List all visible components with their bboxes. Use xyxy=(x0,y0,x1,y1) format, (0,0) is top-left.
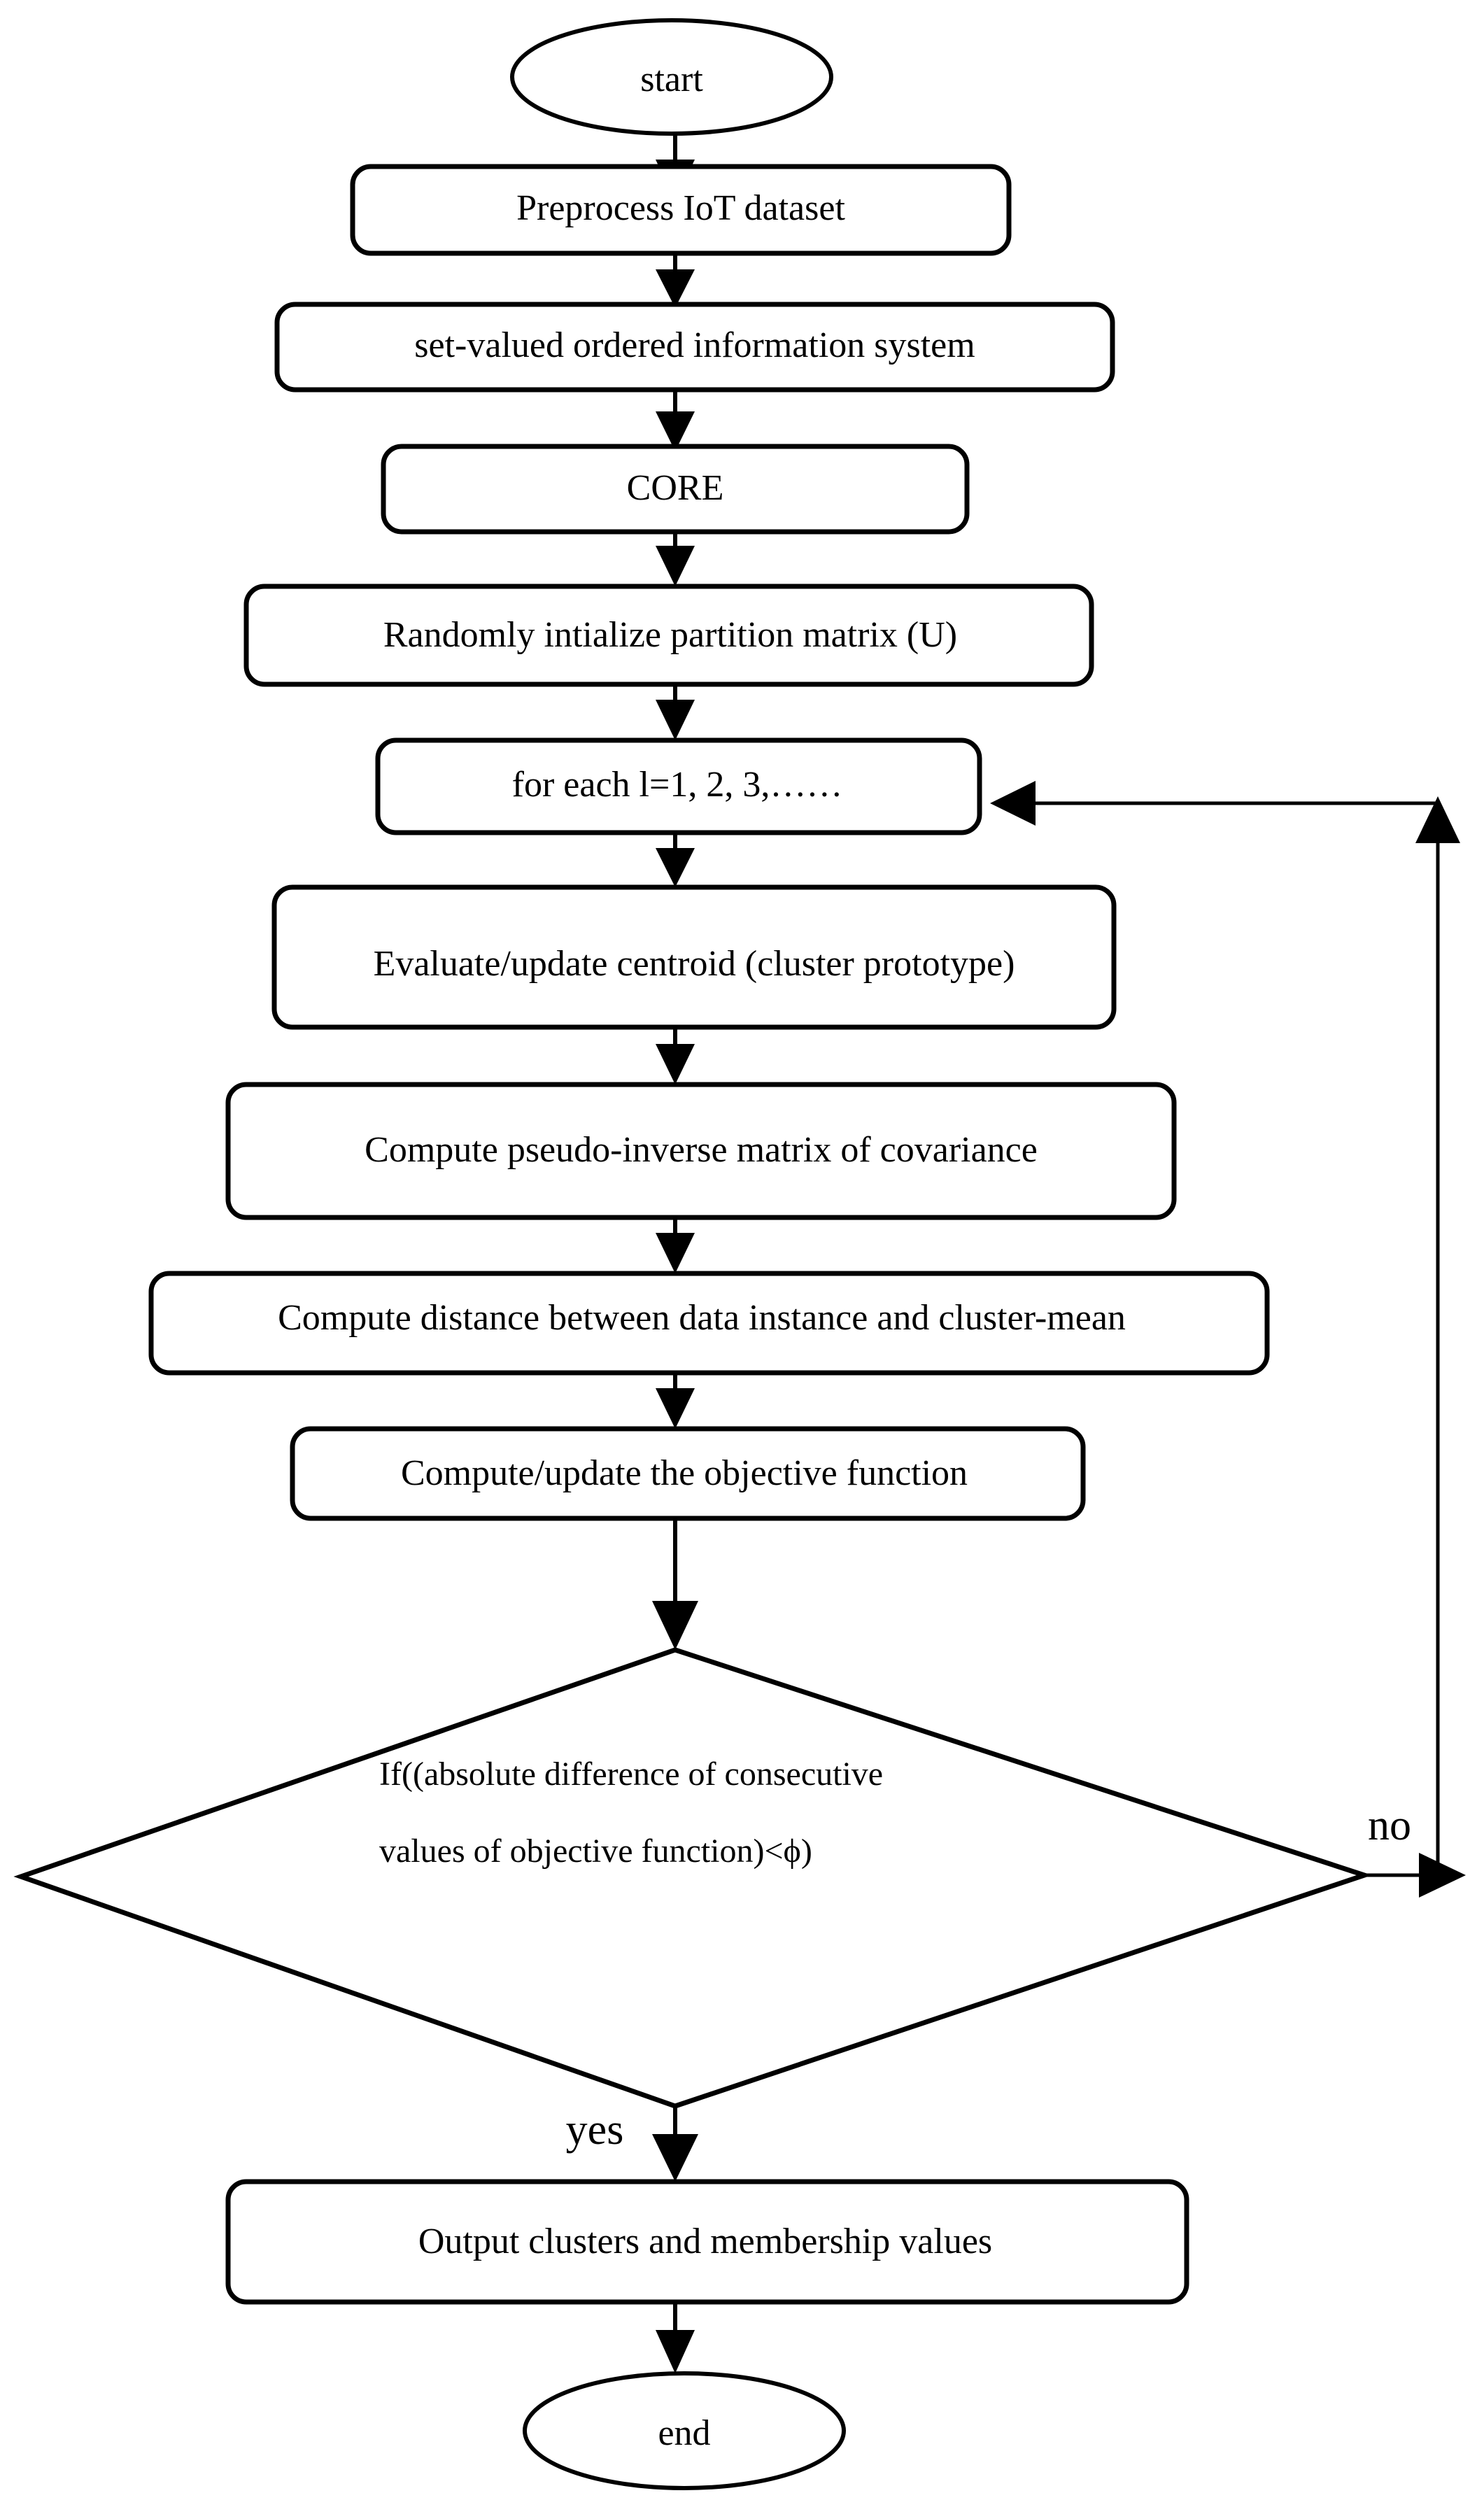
connector-distance-to-objective xyxy=(656,1373,695,1429)
connector-centroid-to-pseudo-inverse xyxy=(656,1027,695,1085)
node-core[interactable]: CORE xyxy=(381,444,970,535)
connector-core-to-init-u xyxy=(656,532,695,586)
node-end-label: end xyxy=(658,2413,710,2453)
connector-init-u-to-for-each xyxy=(656,684,695,740)
node-decision-convergence[interactable]: If((absolute difference of consecutive v… xyxy=(13,1647,1373,2109)
node-decision-line2: values of objective function)<ϕ) xyxy=(379,1832,812,1870)
connector-decision-yes-to-output xyxy=(652,2106,698,2182)
node-objective-label: Compute/update the objective function xyxy=(401,1453,968,1493)
node-distance-label: Compute distance between data instance a… xyxy=(278,1298,1126,1338)
connector-pseudo-inverse-to-distance xyxy=(656,1217,695,1273)
connector-svois-to-core xyxy=(656,388,695,451)
node-centroid-label: Evaluate/update centroid (cluster protot… xyxy=(374,944,1015,984)
node-init-u-label: Randomly intialize partition matrix (U) xyxy=(383,615,957,655)
node-core-label: CORE xyxy=(627,468,724,508)
node-compute-pseudo-inverse[interactable]: Compute pseudo-inverse matrix of covaria… xyxy=(225,1082,1177,1220)
node-start[interactable]: start xyxy=(510,18,833,136)
node-compute-distance[interactable]: Compute distance between data instance a… xyxy=(148,1271,1270,1376)
node-evaluate-centroid[interactable]: Evaluate/update centroid (cluster protot… xyxy=(271,884,1117,1030)
node-end[interactable]: end xyxy=(523,2371,846,2490)
node-preprocess[interactable]: Preprocess IoT dataset xyxy=(350,164,1012,256)
node-preprocess-label: Preprocess IoT dataset xyxy=(516,188,845,228)
node-init-partition-matrix[interactable]: Randomly intialize partition matrix (U) xyxy=(243,584,1094,687)
connector-objective-to-decision xyxy=(652,1518,698,1650)
node-output-label: Output clusters and membership values xyxy=(418,2222,992,2261)
node-compute-objective-function[interactable]: Compute/update the objective function xyxy=(290,1426,1086,1521)
node-for-each-loop[interactable]: for each l=1, 2, 3,…… xyxy=(375,737,982,835)
node-start-label: start xyxy=(640,59,703,99)
edge-label-no: no xyxy=(1368,1802,1411,1849)
edge-label-yes: yes xyxy=(566,2106,624,2154)
connector-decision-no-feedback-loop xyxy=(990,781,1466,1898)
connector-for-each-to-centroid xyxy=(656,833,695,887)
node-pseudo-inverse-label: Compute pseudo-inverse matrix of covaria… xyxy=(365,1130,1038,1170)
node-output-clusters[interactable]: Output clusters and membership values xyxy=(225,2179,1189,2305)
node-set-valued-ordered-information-system[interactable]: set-valued ordered information system xyxy=(274,302,1115,393)
connector-output-to-end xyxy=(656,2302,695,2373)
node-for-each-label: for each l=1, 2, 3,…… xyxy=(512,765,843,805)
node-decision-line1: If((absolute difference of consecutive xyxy=(379,1756,883,1793)
connector-preprocess-to-svois xyxy=(656,253,695,308)
node-svois-label: set-valued ordered information system xyxy=(414,325,975,365)
